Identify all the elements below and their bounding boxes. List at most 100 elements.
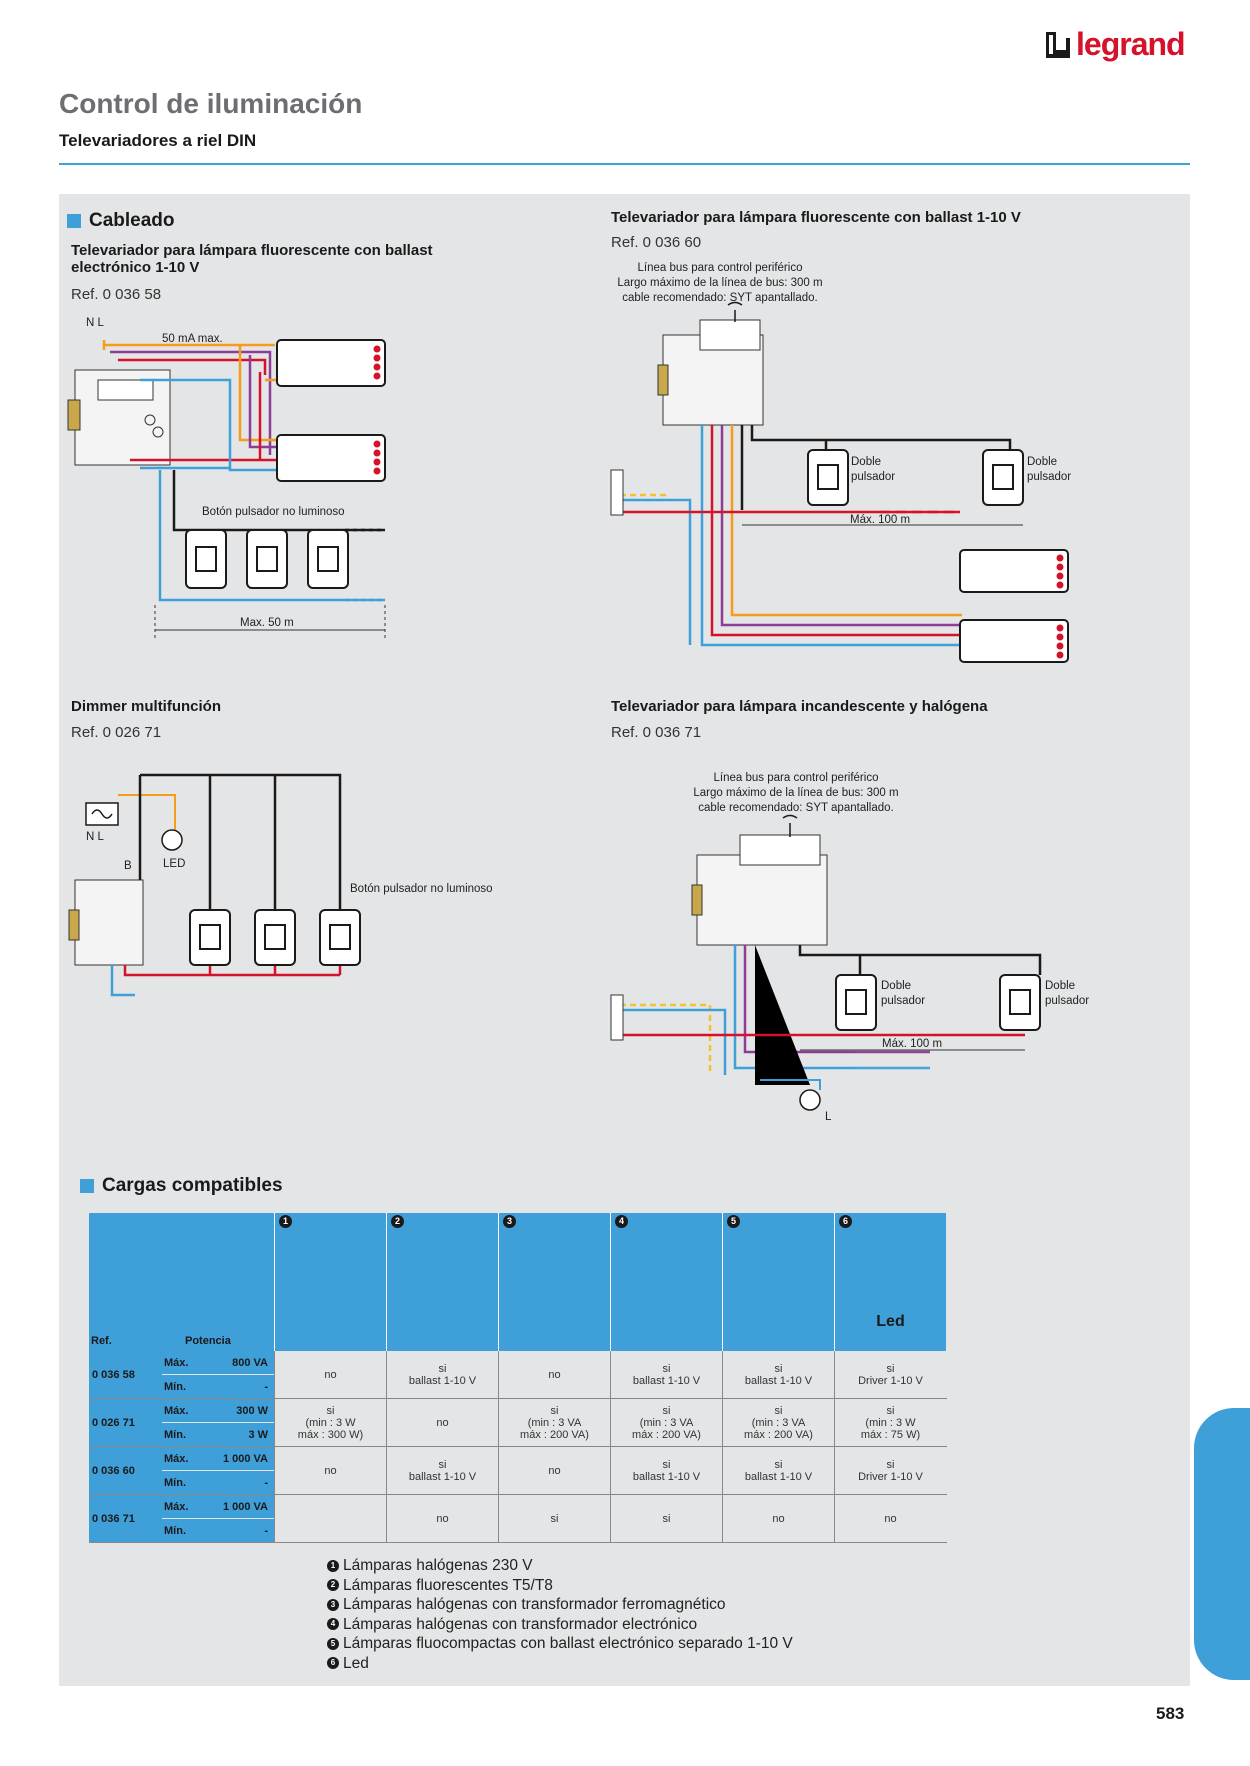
brand-name: legrand xyxy=(1076,26,1186,62)
switch-label: Doble pulsador xyxy=(1027,456,1072,483)
bus-note: Línea bus para control periférico Largo … xyxy=(693,772,899,814)
table-cell: no xyxy=(386,1399,498,1446)
section-square-icon xyxy=(80,1179,94,1193)
table-cell: si ballast 1-10 V xyxy=(386,1351,498,1398)
distance-label: Max. 50 m xyxy=(240,617,294,629)
table-cell: si Driver 1-10 V xyxy=(834,1351,946,1398)
table-cell: si (min : 3 VA máx : 200 VA) xyxy=(498,1399,610,1446)
row-ref: 0 026 71 xyxy=(89,1399,162,1446)
switch-label: Doble pulsador xyxy=(1045,980,1090,1007)
header-col-1: 1 xyxy=(274,1213,386,1351)
section-tab xyxy=(1194,1408,1250,1680)
table-cell: no xyxy=(834,1495,946,1542)
page-number: 583 xyxy=(1156,1704,1185,1723)
button-label: Botón pulsador no luminoso xyxy=(350,883,493,895)
table-cell: si ballast 1-10 V xyxy=(722,1351,834,1398)
legend-number-icon: 1 xyxy=(327,1559,339,1572)
legend-number-icon: 3 xyxy=(327,1598,339,1611)
table-cell: no xyxy=(722,1495,834,1542)
legend-number-icon: 5 xyxy=(327,1637,339,1650)
table-cell: si ballast 1-10 V xyxy=(386,1447,498,1494)
table-row: 0 026 71 Máx.300 W Mín.3 W si (min : 3 W… xyxy=(89,1399,947,1447)
legrand-logo-mark xyxy=(1046,31,1070,58)
row-ref: 0 036 58 xyxy=(89,1351,162,1398)
table-cell: si (min : 3 VA máx : 200 VA) xyxy=(610,1399,722,1446)
row-ref: 0 036 71 xyxy=(89,1495,162,1542)
row-potencia: Máx.800 VA Mín.- xyxy=(162,1351,274,1398)
table-cell: si ballast 1-10 V xyxy=(722,1447,834,1494)
button-label: Botón pulsador no luminoso xyxy=(202,506,345,518)
diagram-0-036-58 xyxy=(67,339,386,640)
table-cell: si (min : 3 W máx : 300 W) xyxy=(274,1399,386,1446)
header-col-4: 4 xyxy=(610,1213,722,1351)
nl-label: N L xyxy=(86,831,104,843)
block-ref: Ref. 0 026 71 xyxy=(71,724,162,741)
l-label: L xyxy=(825,1111,832,1123)
row-ref: 0 036 60 xyxy=(89,1447,162,1494)
block-title: Televariador para lámpara fluorescente c… xyxy=(611,209,1021,226)
diagram-0-026-71 xyxy=(68,773,361,997)
table-cell: no xyxy=(274,1351,386,1398)
table-cell: si xyxy=(610,1495,722,1542)
block-ref: Ref. 0 036 71 xyxy=(611,724,702,741)
switch-label: Doble pulsador xyxy=(881,980,926,1007)
max-current-label: 50 mA max. xyxy=(162,333,223,345)
block-title: Dimmer multifunción xyxy=(71,698,222,715)
table-cell: no xyxy=(498,1351,610,1398)
legrand-logo: legrand xyxy=(1046,26,1186,63)
table-cell: si Driver 1-10 V xyxy=(834,1447,946,1494)
table-cell: no xyxy=(386,1495,498,1542)
legend-number-icon: 2 xyxy=(327,1579,339,1592)
header-col-3: 3 xyxy=(498,1213,610,1351)
table-cell: si ballast 1-10 V xyxy=(610,1351,722,1398)
diagram-0-036-60 xyxy=(610,301,1069,663)
distance-label: Máx. 100 m xyxy=(850,514,911,526)
legend-number-icon: 4 xyxy=(327,1618,339,1631)
legend-number-icon: 6 xyxy=(327,1657,339,1670)
table-cell: si ballast 1-10 V xyxy=(610,1447,722,1494)
row-potencia: Máx.1 000 VA Mín.- xyxy=(162,1495,274,1542)
page-subtitle: Televariadores a riel DIN xyxy=(59,131,257,150)
distance-label: Máx. 100 m xyxy=(882,1038,943,1050)
block-ref: Ref. 0 036 58 xyxy=(71,286,162,303)
table-cell: si xyxy=(498,1495,610,1542)
table-cell: no xyxy=(274,1447,386,1494)
block-ref: Ref. 0 036 60 xyxy=(611,234,702,251)
header-col-2: 2 xyxy=(386,1213,498,1351)
cargas-heading: Cargas compatibles xyxy=(80,1175,283,1197)
table-cell: si (min : 3 VA máx : 200 VA) xyxy=(722,1399,834,1446)
led-label: LED xyxy=(163,858,186,870)
table-cell: no xyxy=(498,1447,610,1494)
header-ref-potencia: Ref. Potencia xyxy=(89,1213,274,1351)
diagram-0-036-71 xyxy=(610,814,1042,1111)
row-potencia: Máx.1 000 VA Mín.- xyxy=(162,1447,274,1494)
table-cell xyxy=(274,1495,386,1542)
block-title: Televariador para lámpara incandescente … xyxy=(611,698,988,715)
header-col-5: 5 xyxy=(722,1213,834,1351)
table-cell: si (min : 3 W máx : 75 W) xyxy=(834,1399,946,1446)
nl-label: N L xyxy=(86,317,104,329)
switch-label: Doble pulsador xyxy=(851,456,896,483)
block-title: Televariador para lámpara fluorescente c… xyxy=(71,242,433,276)
section-square-icon xyxy=(67,214,81,228)
page-title: Control de iluminación xyxy=(59,88,363,119)
b-label: B xyxy=(124,860,132,872)
cableado-heading: Cableado xyxy=(67,210,175,232)
header-divider xyxy=(59,163,1190,165)
bus-note: Línea bus para control periférico Largo … xyxy=(617,262,823,304)
